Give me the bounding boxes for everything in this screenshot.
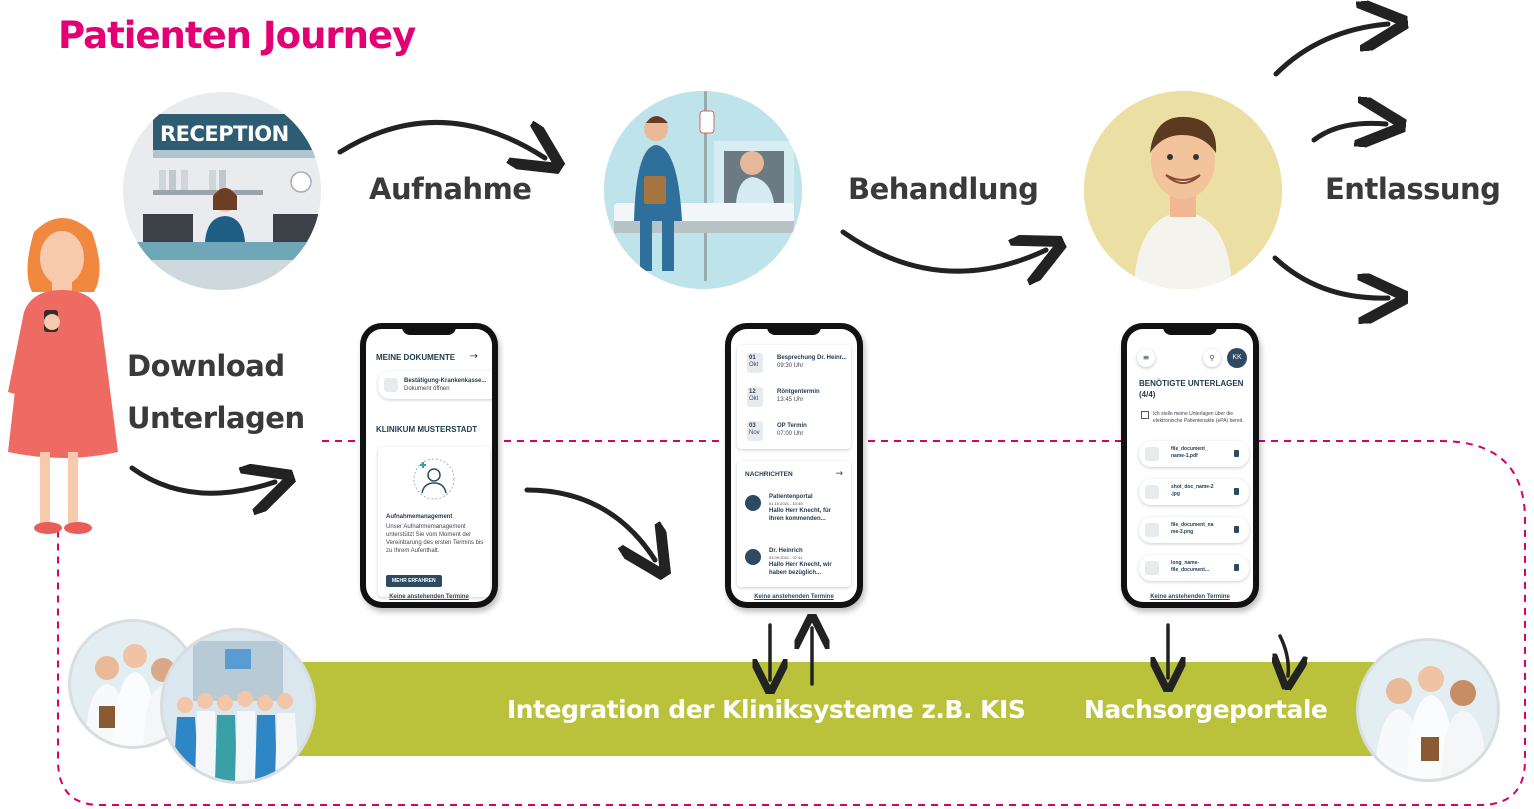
phone-required-documents: ≡ ⚲ KK BENÖTIGTE UNTERLAGEN (4/4) Ich st… (1121, 323, 1259, 608)
stage-entlassung-label: Entlassung (1325, 172, 1501, 206)
mail-icon (745, 495, 761, 511)
message-item[interactable]: Dr. Heinrich 03.09.2021 - 07:41 Hallo He… (743, 545, 847, 587)
trash-icon[interactable] (1234, 450, 1239, 457)
messages-card: NACHRICHTEN → Patientenportal 01.10.2021… (737, 461, 851, 587)
arrow-entlassung-up (1273, 24, 1388, 77)
download-label-line1: Download (127, 349, 285, 383)
required-documents-header: BENÖTIGTE UNTERLAGEN (1139, 379, 1244, 388)
message-sender: Dr. Heinrich (769, 548, 803, 554)
trash-icon[interactable] (1234, 488, 1239, 495)
appointment-item[interactable]: 03 Nov OP Termin 07:00 Uhr (745, 419, 843, 443)
arrow-right-icon[interactable]: → (835, 469, 843, 479)
message-item[interactable]: Patientenportal 01.10.2021 - 10:45 Hallo… (743, 491, 847, 533)
card-text: Unser Aufnahmemanagement unterstützt Sie… (386, 524, 484, 554)
discharge-illustration (1084, 91, 1282, 289)
file-icon (1145, 523, 1159, 537)
page-title: Patienten Journey (58, 14, 416, 57)
clinic-name: KLINIKUM MUSTERSTADT (376, 425, 478, 434)
appointment-time: 07:00 Uhr (777, 431, 804, 437)
menu-icon[interactable]: ≡ (1137, 349, 1155, 367)
reception-illustration: RECEPTION (123, 92, 321, 290)
trash-icon[interactable] (1234, 526, 1239, 533)
stage-aufnahme-label: Aufnahme (369, 172, 532, 206)
integration-band (268, 662, 1386, 756)
appointment-time: 09:30 Uhr (777, 363, 804, 369)
appointment-title: OP Termin (777, 423, 807, 429)
treatment-illustration (604, 91, 802, 289)
document-item[interactable]: Bestätigung-Krankenkasse... Dokument öff… (378, 371, 492, 399)
phone-required-documents-screen: ≡ ⚲ KK BENÖTIGTE UNTERLAGEN (4/4) Ich st… (1127, 329, 1253, 602)
file-name-line1: shot_doc_name-2 (1171, 484, 1214, 490)
info-card: Aufnahmemanagement Unser Aufnahmemanagem… (378, 447, 490, 597)
document-subtitle: Dokument öffnen (404, 386, 450, 392)
hospital-staff-illustration (160, 628, 316, 784)
arrow-entlassung-down (1272, 255, 1388, 298)
file-item[interactable]: shot_doc_name-2 .jpg (1139, 479, 1249, 505)
aftercare-doctors-illustration (1356, 638, 1500, 782)
appointment-title: Röntgentermin (777, 389, 820, 395)
nachsorge-label: Nachsorgeportale (1084, 695, 1328, 724)
phone-documents-screen: MEINE DOKUMENTE → Bestätigung-Krankenkas… (366, 329, 492, 602)
mail-icon (745, 549, 761, 565)
file-name-line1: file_document_na (1171, 522, 1214, 528)
integration-label: Integration der Kliniksysteme z.B. KIS (507, 695, 1026, 724)
arrow-phone1-to-phone2 (524, 487, 655, 560)
file-name-line1: long_name- (1171, 560, 1200, 566)
patient-woman-illustration (8, 218, 118, 534)
document-title: Bestätigung-Krankenkasse... (404, 378, 487, 384)
file-icon (1145, 561, 1159, 575)
file-item[interactable]: long_name- file_document... (1139, 555, 1249, 581)
file-item[interactable]: file_document_ name-1.pdf (1139, 441, 1249, 467)
arrow-to-aufnahme (337, 120, 545, 158)
file-icon (1145, 447, 1159, 461)
message-sender: Patientenportal (769, 494, 813, 500)
file-name-line1: file_document_ (1171, 446, 1208, 452)
arrow-right-icon[interactable]: → (469, 351, 478, 362)
doctor-icon (413, 458, 455, 500)
my-documents-header: MEINE DOKUMENTE (376, 353, 456, 362)
epa-checkbox[interactable] (1141, 411, 1149, 419)
file-name-line2: .jpg (1171, 491, 1180, 497)
required-documents-count: (4/4) (1139, 390, 1156, 399)
arrow-entlassung-mid (1311, 123, 1386, 140)
file-icon (1145, 485, 1159, 499)
appointment-time: 13:45 Uhr (777, 397, 804, 403)
phone-documents: MEINE DOKUMENTE → Bestätigung-Krankenkas… (360, 323, 498, 608)
file-name-line2: file_document... (1171, 567, 1210, 573)
document-icon (384, 378, 398, 392)
card-title: Aufnahmemanagement (386, 514, 453, 520)
no-appointments-link[interactable]: Keine anstehenden Termine (389, 594, 469, 600)
file-name-line2: name-1.pdf (1171, 453, 1198, 459)
message-date: 01.10.2021 - 10:45 (769, 501, 803, 506)
learn-more-button[interactable]: MEHR ERFAHREN (386, 575, 442, 587)
appointment-title: Besprechung Dr. Heinr... (777, 355, 847, 361)
message-text: Hallo Herr Knecht, wir haben bezüglich..… (769, 562, 832, 576)
stage-behandlung-label: Behandlung (848, 172, 1039, 206)
file-name-line2: me-3.png (1171, 529, 1194, 535)
arrow-nachsorge-down2 (1280, 634, 1288, 676)
messages-header: NACHRICHTEN (745, 471, 793, 478)
phone-appointments: 01 Okt Besprechung Dr. Heinr... 09:30 Uh… (725, 323, 863, 608)
arrow-to-behandlung (840, 229, 1046, 271)
file-item[interactable]: file_document_na me-3.png (1139, 517, 1249, 543)
avatar[interactable]: KK (1227, 348, 1247, 368)
no-appointments-link[interactable]: Keine anstehenden Termine (1150, 594, 1230, 600)
appointment-item[interactable]: 12 Okt Röntgentermin 13:45 Uhr (745, 385, 843, 409)
message-date: 03.09.2021 - 07:41 (769, 555, 803, 560)
reception-sign: RECEPTION (160, 122, 289, 146)
message-text: Hallo Herr Knecht, für Ihren kommenden..… (769, 508, 832, 522)
search-icon[interactable]: ⚲ (1203, 349, 1221, 367)
arrow-download (129, 468, 275, 493)
phone-appointments-screen: 01 Okt Besprechung Dr. Heinr... 09:30 Uh… (731, 329, 857, 602)
epa-checkbox-label: Ich stelle meine Unterlagen über die ele… (1153, 411, 1244, 424)
appointment-item[interactable]: 01 Okt Besprechung Dr. Heinr... 09:30 Uh… (745, 351, 847, 375)
appointments-card: 01 Okt Besprechung Dr. Heinr... 09:30 Uh… (737, 345, 851, 449)
no-appointments-link[interactable]: Keine anstehenden Termine (754, 594, 834, 600)
trash-icon[interactable] (1234, 564, 1239, 571)
download-label-line2: Unterlagen (127, 401, 305, 435)
